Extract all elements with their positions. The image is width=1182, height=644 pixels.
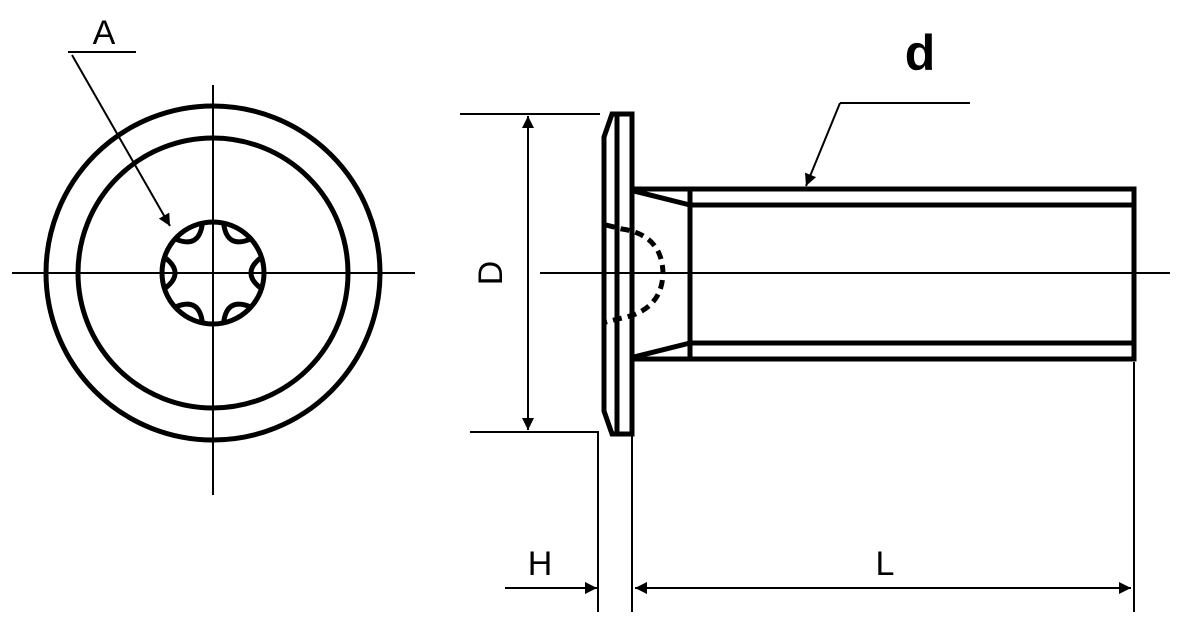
neck-taper-top (633, 188, 691, 208)
torx-lobe (174, 301, 205, 324)
torx-lobe (162, 255, 178, 291)
torx-lobe (248, 255, 264, 291)
head-inner-circle (75, 135, 351, 411)
leader-arrow-d (804, 102, 841, 187)
torx-lobe (174, 222, 205, 245)
torx-lobe (221, 222, 252, 245)
head-flange (601, 111, 635, 437)
label-thread-diameter: d (905, 25, 936, 81)
torx-lobes (162, 222, 264, 324)
head-front-view: A (12, 14, 415, 495)
head-outer-circle (43, 103, 383, 443)
label-length: L (876, 545, 895, 583)
torx-lobe (221, 301, 252, 324)
label-head-height: H (528, 545, 553, 583)
neck-taper-bottom (633, 340, 691, 360)
label-head-diameter: D (472, 261, 510, 286)
hidden-recess-line (605, 222, 666, 325)
torx-recess-outline (159, 219, 267, 327)
extension-line-d-bottom (470, 431, 599, 612)
label-a: A (93, 14, 116, 52)
leader-arrow-a (71, 54, 171, 227)
side-view: D H L d (460, 25, 1170, 612)
shank-outline (632, 186, 1137, 362)
